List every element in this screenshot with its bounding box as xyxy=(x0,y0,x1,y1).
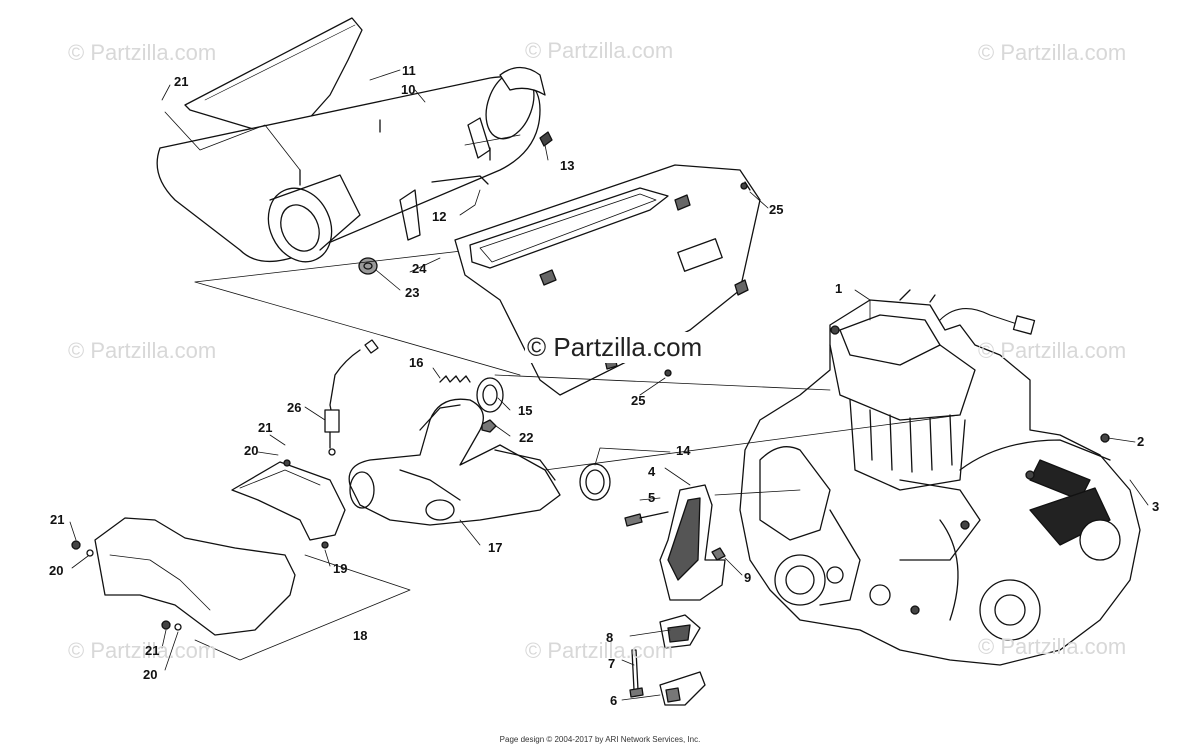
page-footer: Page design © 2004-2017 by ARI Network S… xyxy=(499,735,701,744)
muffler xyxy=(156,66,546,263)
callout-21-a: 21 xyxy=(174,74,189,89)
callout-10: 10 xyxy=(401,82,416,97)
watermark: © Partzilla.com xyxy=(68,638,217,663)
watermark: © Partzilla.com xyxy=(525,38,674,63)
callout-6: 6 xyxy=(610,693,618,708)
callout-5: 5 xyxy=(648,490,656,505)
callout-14: 14 xyxy=(676,443,691,458)
callout-23: 23 xyxy=(405,285,420,300)
engine xyxy=(739,289,1141,666)
callout-21-c: 21 xyxy=(50,512,65,527)
callout-13: 13 xyxy=(560,158,575,173)
callout-3: 3 xyxy=(1152,499,1160,514)
callout-8: 8 xyxy=(606,630,614,645)
callout-20-a: 20 xyxy=(244,443,259,458)
callout-25-a: 25 xyxy=(769,202,784,217)
callout-11: 11 xyxy=(402,63,416,78)
callout-22: 22 xyxy=(519,430,534,445)
watermark: © Partzilla.com xyxy=(68,338,217,363)
callout-2: 2 xyxy=(1137,434,1145,449)
callout-17: 17 xyxy=(488,540,503,555)
callout-16: 16 xyxy=(409,355,424,370)
callout-26: 26 xyxy=(287,400,302,415)
heat-shield-sheet xyxy=(184,17,363,141)
header-heat-shield xyxy=(231,461,346,541)
callout-21-d: 21 xyxy=(145,643,160,658)
watermark: © Partzilla.com xyxy=(978,338,1127,363)
callout-24: 24 xyxy=(412,261,427,276)
lower-heat-shield xyxy=(94,517,296,636)
center-watermark: © Partzilla.com xyxy=(525,332,705,363)
callout-21-b: 21 xyxy=(258,420,273,435)
callout-19: 19 xyxy=(333,561,348,576)
callout-4: 4 xyxy=(648,464,656,479)
callout-7: 7 xyxy=(608,656,616,671)
watermark: © Partzilla.com xyxy=(978,40,1127,65)
callout-20-b: 20 xyxy=(49,563,64,578)
watermark: © Partzilla.com xyxy=(68,40,217,65)
callout-1: 1 xyxy=(835,281,843,296)
callout-20-c: 20 xyxy=(143,667,158,682)
callout-18: 18 xyxy=(353,628,368,643)
callout-9: 9 xyxy=(744,570,752,585)
engine-mount-bracket xyxy=(659,484,726,601)
callout-25-b: 25 xyxy=(631,393,646,408)
watermark: © Partzilla.com xyxy=(525,638,674,663)
watermark: © Partzilla.com xyxy=(978,634,1127,659)
exhaust-header xyxy=(348,398,561,526)
callout-15: 15 xyxy=(518,403,533,418)
callout-12: 12 xyxy=(432,209,447,224)
